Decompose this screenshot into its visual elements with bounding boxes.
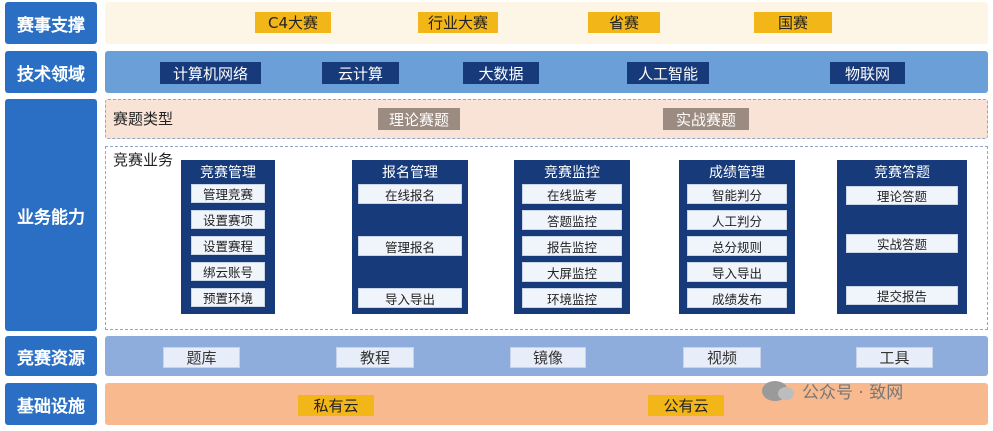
column-item: 在线报名 — [358, 184, 462, 204]
row-label-competition-support: 赛事支撑 — [5, 2, 97, 44]
column-item: 智能判分 — [687, 184, 787, 204]
column-title: 竞赛监控 — [544, 165, 600, 181]
column-item: 设置赛项 — [191, 210, 265, 229]
column-title: 竞赛答题 — [874, 165, 930, 181]
topic-chip-practical: 实战赛题 — [663, 108, 749, 130]
row-label-business: 业务能力 — [5, 99, 97, 331]
column-title: 成绩管理 — [709, 165, 765, 181]
support-chip-industry: 行业大赛 — [418, 12, 498, 33]
resource-chip-tools: 工具 — [856, 347, 933, 368]
column-title: 竞赛管理 — [200, 165, 256, 181]
tech-chip-bigdata: 大数据 — [463, 62, 539, 84]
column-item: 环境监控 — [522, 288, 622, 308]
wechat-icon — [762, 380, 794, 401]
column-item: 实战答题 — [846, 234, 958, 253]
column-score-management: 成绩管理 智能判分 人工判分 总分规则 导入导出 成绩发布 — [679, 160, 795, 314]
column-registration-management: 报名管理 在线报名 管理报名 导入导出 — [352, 160, 468, 314]
resource-chip-tutorials: 教程 — [336, 347, 414, 368]
row-label-resources: 竞赛资源 — [5, 336, 97, 376]
column-item: 报告监控 — [522, 236, 622, 256]
infrastructure-band — [105, 383, 988, 425]
column-title: 报名管理 — [382, 165, 438, 181]
column-competition-monitoring: 竞赛监控 在线监考 答题监控 报告监控 大屏监控 环境监控 — [514, 160, 630, 314]
tech-chip-networking: 计算机网络 — [160, 62, 261, 84]
column-item: 成绩发布 — [687, 288, 787, 308]
resource-chip-images: 镜像 — [510, 347, 586, 368]
row-label-tech-domains: 技术领域 — [5, 51, 97, 93]
column-item: 提交报告 — [846, 286, 958, 305]
tech-chip-cloud: 云计算 — [322, 62, 399, 84]
column-item: 预置环境 — [191, 288, 265, 307]
column-item: 绑云账号 — [191, 262, 265, 281]
column-item: 总分规则 — [687, 236, 787, 256]
resource-chip-question-bank: 题库 — [163, 347, 240, 368]
column-item: 在线监考 — [522, 184, 622, 204]
column-item: 理论答题 — [846, 186, 958, 205]
column-item: 人工判分 — [687, 210, 787, 230]
competition-support-band — [105, 2, 988, 44]
watermark: 公众号 · 致网 — [762, 378, 903, 403]
infra-chip-public-cloud: 公有云 — [648, 395, 724, 416]
column-item: 大屏监控 — [522, 262, 622, 282]
column-competition-answering: 竞赛答题 理论答题 实战答题 提交报告 — [837, 160, 967, 314]
topic-type-band — [105, 99, 988, 139]
resource-chip-videos: 视频 — [683, 347, 761, 368]
support-chip-provincial: 省赛 — [588, 12, 660, 33]
column-item: 管理报名 — [358, 236, 462, 256]
support-chip-c4: C4大赛 — [255, 12, 331, 33]
column-item: 管理竞赛 — [191, 184, 265, 203]
competition-business-label: 竞赛业务 — [113, 151, 174, 169]
topic-type-label: 赛题类型 — [113, 110, 174, 128]
topic-chip-theory: 理论赛题 — [378, 108, 460, 130]
column-item: 导入导出 — [358, 288, 462, 308]
tech-chip-iot: 物联网 — [830, 62, 905, 84]
column-item: 导入导出 — [687, 262, 787, 282]
infra-chip-private-cloud: 私有云 — [298, 395, 374, 416]
support-chip-national: 国赛 — [754, 12, 832, 33]
column-item: 答题监控 — [522, 210, 622, 230]
column-item: 设置赛程 — [191, 236, 265, 255]
watermark-text: 公众号 · 致网 — [802, 383, 904, 403]
tech-chip-ai: 人工智能 — [627, 62, 709, 84]
row-label-infrastructure: 基础设施 — [5, 383, 97, 425]
column-competition-management: 竞赛管理 管理竞赛 设置赛项 设置赛程 绑云账号 预置环境 — [181, 160, 275, 314]
